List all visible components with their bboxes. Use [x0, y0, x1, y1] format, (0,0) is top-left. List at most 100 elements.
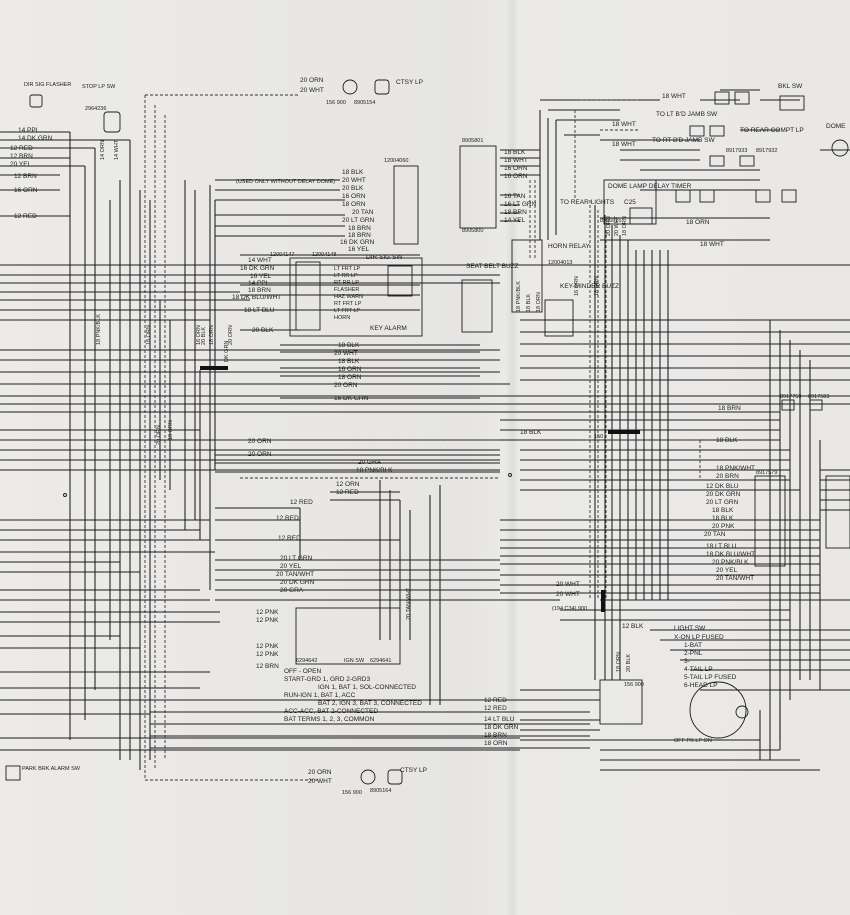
- connector-b: [734, 91, 750, 105]
- dome-lamp-connector: [629, 207, 653, 225]
- to-rear-lights-label: TO REAR LIGHTS: [560, 199, 615, 206]
- splice-dot-2: [508, 473, 512, 477]
- ign-pos-2: START-GRD 1, GRD 2-GRD3: [284, 676, 370, 683]
- c60-wire-5: 18 ORN: [342, 201, 366, 208]
- ign-wire-1: 20 LT GRN: [280, 555, 313, 562]
- right-wire-14: 20 PNK/BLK: [712, 559, 749, 566]
- vertical-wire-label: 18 PNK/BLK: [516, 281, 522, 312]
- off-park-on-label: OFF PK LP ON: [674, 738, 712, 744]
- bus-wire-6: 20 ORN: [334, 382, 358, 389]
- part-6294642: 6294642: [296, 658, 317, 664]
- left-wire-14-ppl: 14 PPL: [18, 127, 40, 134]
- ctsy-top-wire-1: 20 ORN: [300, 77, 324, 84]
- right-wire-12: 18 LT BLU: [706, 543, 737, 550]
- light-sw-line-1: X-ON LP FUSED: [674, 634, 724, 641]
- ctsy-lamp-top-bulb: [342, 79, 358, 95]
- dir-pin-7: LT FRT LP: [334, 308, 361, 314]
- right-wire-15: 20 YEL: [716, 567, 738, 574]
- connector-e: [709, 155, 725, 167]
- mid-wire-6: 12 RED: [336, 489, 359, 496]
- ctsy-lp-bottom-label: CTSY LP: [400, 767, 427, 774]
- part-8917933: 8917933: [726, 148, 747, 154]
- rear-wire-4: 14 YEL: [504, 217, 526, 224]
- rear-wire-2: 16 LT GRN: [504, 201, 537, 208]
- light-sw-line-5: 4-TAIL LP: [684, 666, 713, 673]
- splice-150: 150: [594, 434, 603, 440]
- vertical-wire-label: 20 ORN: [606, 216, 612, 236]
- connector-8917583: [809, 399, 823, 411]
- to-rt-bd-label: TO RT B'D JAMB SW: [652, 137, 716, 144]
- vertical-wire-label: 20 ORN: [228, 325, 234, 345]
- vertical-wire-label: 16 ORN: [574, 276, 580, 296]
- right-wire-18-blk-2: 18 BLK: [716, 437, 738, 444]
- vertical-wire-label: 16 ORN: [196, 325, 202, 345]
- bulb-156-900-bottom: 156 900: [342, 790, 362, 796]
- connector-right-block: [825, 475, 850, 549]
- right-wire-13: 18 DK BLU/WHT: [706, 551, 755, 558]
- splice-dot-1: [63, 493, 67, 497]
- top-right-wire-5: 18 WHT: [700, 241, 724, 248]
- wire-network: [0, 89, 850, 781]
- connector-8917579: [754, 475, 786, 567]
- right-wire-9: 18 BLK: [712, 515, 734, 522]
- dome-lamp-symbol: [831, 139, 849, 157]
- top-right-wire-2: 18 WHT: [612, 121, 636, 128]
- vertical-wire-label: 18 BLK: [526, 294, 532, 312]
- ign-wire-2: 20 YEL: [280, 563, 302, 570]
- harness-wire-1: 18 BLK: [504, 149, 526, 156]
- ign-pos-6: ACC-ACC, BAT 2-CONNECTED: [284, 708, 378, 715]
- conn-12004060-label: 12004060: [384, 158, 408, 164]
- ign-pos-3: IGN 1, BAT 1, SOL-CONNECTED: [318, 684, 416, 691]
- dir-pin-2: LT RR LP: [334, 273, 358, 279]
- dir-wire-7: 18 LT BLU: [244, 307, 275, 314]
- connector-a: [714, 91, 730, 105]
- vertical-wire-label: 18 PNK/BLK: [96, 314, 102, 345]
- connector-d: [709, 125, 725, 137]
- c60-wire-3: 20 BLK: [342, 185, 364, 192]
- ctsy-lamp-bottom-socket: [387, 769, 403, 785]
- bus-wire-4: 16 ORN: [338, 366, 362, 373]
- to-lt-bd-label: TO LT B'D JAMB SW: [656, 111, 718, 118]
- c60-wire-4: 16 ORN: [342, 193, 366, 200]
- top-right-wire-4: 18 ORN: [686, 219, 710, 226]
- left-wire-12-red: 12 RED: [10, 145, 33, 152]
- ctsy-bottom-wire-1: 20 ORN: [308, 769, 332, 776]
- dir-pin-8: HORN: [334, 315, 350, 321]
- light-sw-line-3: 2-PNL: [684, 650, 703, 657]
- dir-wire-6: 18 DK BLU/WHT: [232, 294, 281, 301]
- c60-wire-11: 16 YEL: [348, 246, 370, 253]
- vertical-wire-label: 20 BLK: [626, 654, 632, 672]
- ign-wire-5: 20 GRA: [280, 587, 304, 594]
- right-wire-8: 18 BLK: [712, 507, 734, 514]
- right-wire-4: 20 BRN: [716, 473, 739, 480]
- ign-wire-8: 12 PNK: [256, 643, 279, 650]
- mid-wire-4: 18 PNK/BLK: [356, 467, 393, 474]
- bottom-wire-3: 12 BLK: [622, 623, 644, 630]
- harness-wire-3: 16 ORN: [504, 165, 528, 172]
- conn-12004148-label: 12004148: [312, 252, 336, 258]
- right-wire-6: 20 DK GRN: [706, 491, 741, 498]
- right-wire-18-brn: 18 BRN: [718, 405, 741, 412]
- bus-wire-5: 18 ORN: [338, 374, 362, 381]
- part-8917583: 8917583: [808, 394, 829, 400]
- dir-pin-1: LT FRT LP: [334, 266, 361, 272]
- vertical-wire-label: 14 ORN: [100, 140, 106, 160]
- right-wire-5: 12 DK BLU: [706, 483, 739, 490]
- c60-wire-2: 20 WHT: [342, 177, 366, 184]
- park-brk-label: PARK BRK ALARM SW: [22, 766, 81, 772]
- seat-belt-buzz-label: SEAT BELT BUZZ: [466, 263, 519, 270]
- connector-j: [781, 189, 797, 203]
- mid-wire-7: 12 RED: [290, 499, 313, 506]
- top-right-wire-1: 18 WHT: [662, 93, 686, 100]
- used-only-note: (USED ONLY WITHOUT DELAY DOME): [236, 179, 335, 185]
- top-right-wire-3: 18 WHT: [612, 141, 636, 148]
- right-wire-11: 20 TAN: [704, 531, 726, 538]
- page-fold: [505, 0, 519, 915]
- seat-belt-buzzer: [461, 279, 493, 333]
- conn-12004147-label: 12004147: [270, 252, 294, 258]
- connector-8905801: [459, 145, 497, 229]
- c60-wire-9: 18 BRN: [348, 232, 371, 239]
- dir-wire-1: 14 WHT: [248, 257, 272, 264]
